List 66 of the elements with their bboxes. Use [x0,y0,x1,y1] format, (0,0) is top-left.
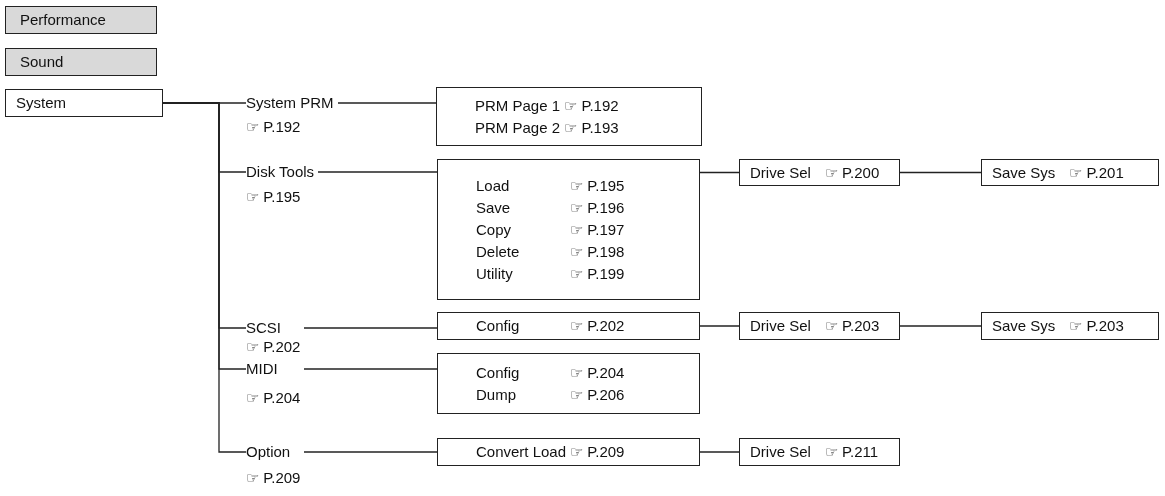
menu-box [981,312,1159,340]
menu-box [436,87,702,146]
menu-item: Copy [476,219,513,240]
menu-item: PRM Page 1 ☞ P.192 [475,95,620,116]
connector-line [699,171,740,174]
connector-line [699,451,740,453]
menu-item: Sound [20,52,64,72]
menu-item: Save Sys [992,162,1056,183]
menu-item: Load [476,175,511,196]
page-reference: ☞ P.195 [570,175,626,196]
menu-box [437,312,700,340]
menu-heading: MIDI [246,360,278,378]
menu-box [437,353,700,414]
menu-item: Drive Sel [750,316,811,336]
page-reference: ☞ P.201 [1069,162,1124,183]
connector-line [699,325,740,327]
menu-item: Config [476,316,521,336]
menu-box [5,89,163,117]
connector-line [303,451,438,453]
connector-line [337,102,437,104]
menu-item: Performance [20,10,106,30]
shaded-menu-box [5,48,157,76]
menu-heading: System PRM [246,94,334,112]
menu-item: Drive Sel [750,442,811,462]
connector-line [317,171,438,173]
connector-line [899,325,982,327]
page-reference: ☞ P.198 [570,241,626,262]
menu-box [981,159,1159,186]
menu-box [739,159,900,186]
connector-line [303,368,438,370]
page-reference: ☞ P.203 [1069,316,1124,336]
connector-line [899,171,982,174]
page-reference: ☞ P.196 [570,197,626,218]
menu-box [739,438,900,466]
page-reference: ☞ P.199 [570,263,626,284]
menu-box [739,312,900,340]
page-reference: ☞ P.204 [246,389,301,407]
page-reference: ☞ P.192 [246,118,301,136]
page-reference: ☞ P.202 [570,316,626,336]
page-reference: ☞ P.204 [570,362,626,383]
menu-heading: Disk Tools [246,163,315,181]
menu-item: Utility [476,263,514,284]
menu-heading: SCSI [246,319,281,337]
page-reference: ☞ P.195 [246,188,301,206]
menu-item: Delete [476,241,521,262]
menu-item: Convert Load [476,442,568,462]
menu-item: Config [476,362,521,383]
menu-item: Save Sys [992,316,1056,336]
menu-item: Drive Sel [750,162,811,183]
page-reference: ☞ P.200 [824,162,880,183]
page-reference: ☞ P.209 [570,442,626,462]
page-reference: ☞ P.211 [824,442,879,462]
shaded-menu-box [5,6,157,34]
menu-item: Dump [476,384,517,405]
connector-line [303,327,438,329]
menu-item: System [16,93,66,113]
page-reference: ☞ P.202 [246,338,301,356]
page-reference: ☞ P.209 [246,469,301,487]
menu-heading: Option [246,443,291,461]
menu-box [437,438,700,466]
page-reference: ☞ P.197 [570,219,626,240]
page-reference: ☞ P.203 [824,316,880,336]
menu-box [437,159,700,300]
menu-item: PRM Page 2 ☞ P.193 [475,117,620,138]
menu-item: Save [476,197,512,218]
page-reference: ☞ P.206 [570,384,626,405]
